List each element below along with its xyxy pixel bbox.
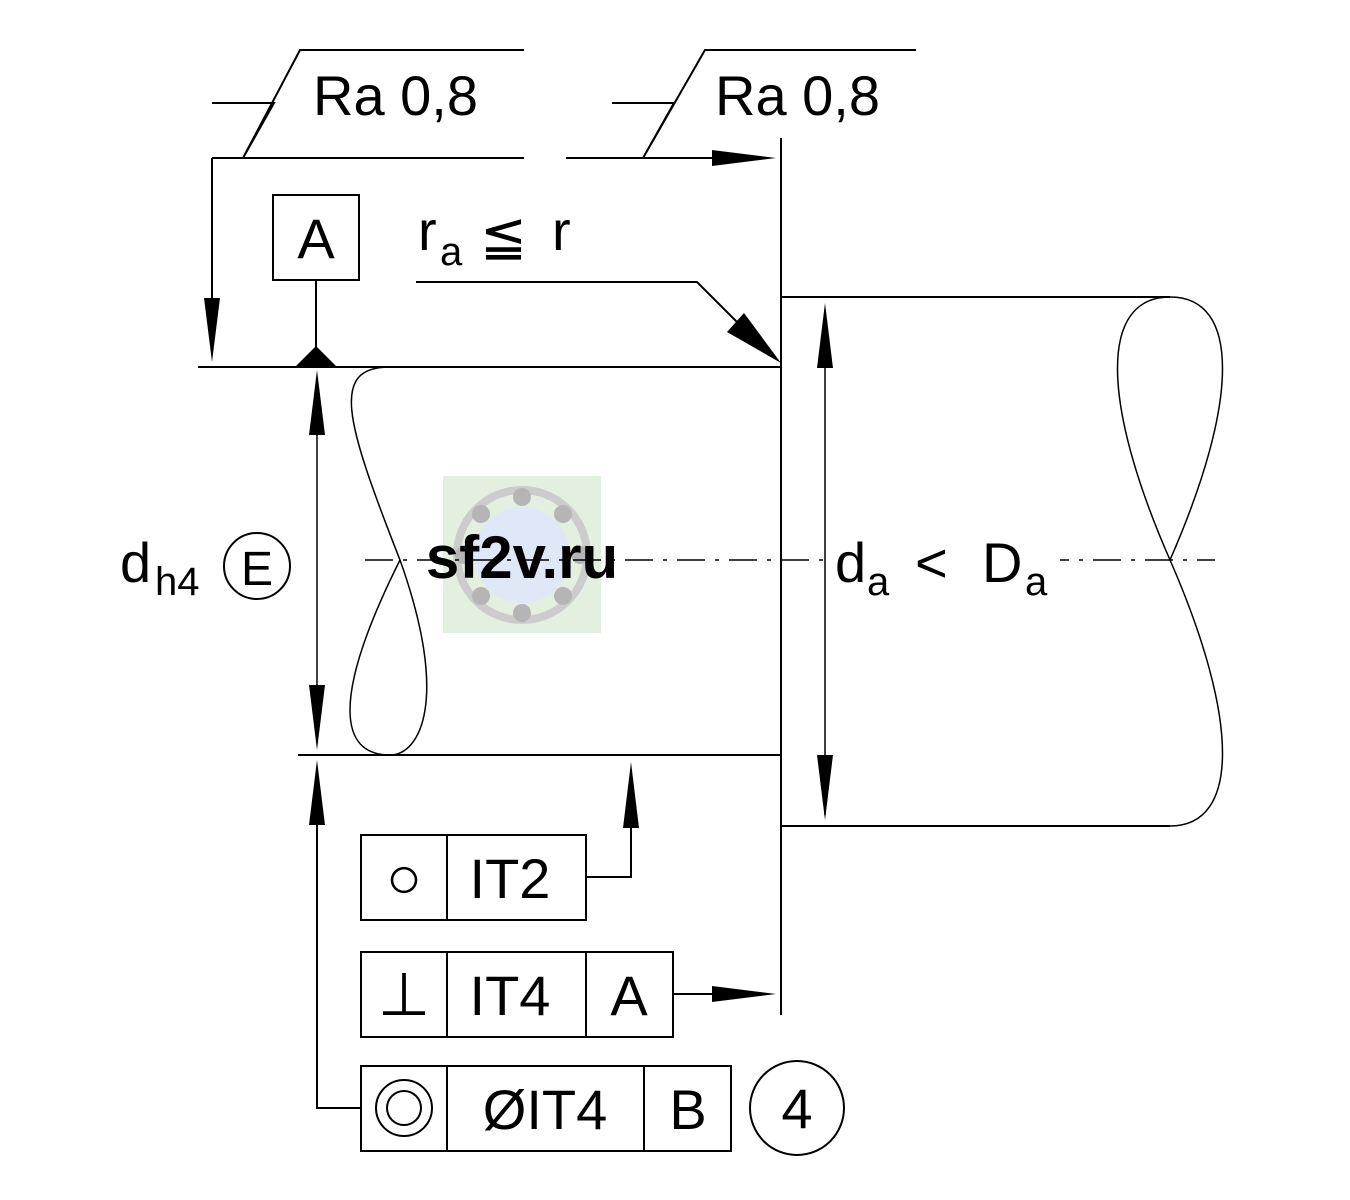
- callout-text: 4: [781, 1077, 812, 1140]
- envelope-circle: [223, 532, 291, 600]
- surface-roughness-symbol-left: Ra 0,8: [204, 49, 524, 362]
- housing-D-main: D: [982, 531, 1022, 594]
- shaft-diameter-dimension: d h4 E: [120, 370, 325, 750]
- perpendicularity-symbol-icon: ⊥: [378, 961, 430, 1028]
- concentricity-value: ØIT4: [483, 1078, 607, 1141]
- datum-a-box: [272, 194, 360, 281]
- roundness-symbol-icon: ○: [386, 844, 422, 911]
- perpendicularity-value: IT4: [470, 964, 551, 1027]
- arrowhead-right-top: [712, 150, 776, 166]
- arrowhead-down-left: [204, 298, 220, 362]
- housing-d-main: d: [835, 531, 866, 594]
- perpendicularity-datum: A: [610, 964, 648, 1027]
- housing-d-sub: a: [867, 560, 890, 604]
- concentricity-datum: B: [669, 1078, 706, 1141]
- datum-a-letter: A: [297, 207, 335, 270]
- radius-r-subscript: a: [440, 230, 463, 274]
- callout-circle: [749, 1060, 845, 1156]
- arrowhead-perpendicularity: [712, 986, 776, 1002]
- radius-r-label: r: [418, 199, 437, 262]
- envelope-letter: E: [241, 543, 273, 596]
- arrowhead-down-shaft: [309, 685, 325, 750]
- surface-text-right: Ra 0,8: [715, 64, 880, 127]
- arrowhead-up-shaft: [309, 370, 325, 435]
- watermark-bearing-inner-icon: [474, 507, 570, 603]
- concentricity-symbol-icon: [375, 1079, 433, 1137]
- shaft-outline: [198, 366, 781, 756]
- arrowhead-radius: [727, 313, 781, 363]
- concentricity-tolerance-frame: ØIT4 B: [309, 760, 732, 1152]
- housing-diameter-dimension: d a < D a: [817, 303, 1060, 820]
- roundness-value: IT2: [470, 847, 551, 910]
- radius-relation: ≦: [480, 204, 527, 267]
- radius-r-right: r: [552, 199, 571, 262]
- datum-triangle-icon: [296, 346, 336, 366]
- housing-D-sub: a: [1025, 560, 1048, 604]
- surface-text-left: Ra 0,8: [313, 64, 478, 127]
- housing-relation: <: [915, 531, 948, 594]
- watermark: sf2v.ru: [426, 476, 618, 633]
- watermark-text: sf2v.ru: [426, 524, 618, 591]
- arrowhead-down-housing: [817, 755, 833, 820]
- shaft-dim-main: d: [120, 531, 151, 594]
- roundness-tolerance-frame: ○ IT2: [360, 762, 639, 921]
- arrowhead-concentricity: [309, 760, 325, 825]
- shaft-dim-sub: h4: [155, 560, 200, 604]
- arrowhead-up-housing: [817, 303, 833, 368]
- perpendicularity-tolerance-frame: ⊥ IT4 A: [360, 951, 776, 1038]
- arrowhead-roundness: [623, 762, 639, 828]
- surface-roughness-symbol-right: Ra 0,8: [566, 49, 916, 166]
- radius-note: r a ≦ r: [416, 199, 781, 363]
- callout-number: 4: [749, 1060, 845, 1156]
- datum-a-feature: A: [272, 194, 360, 366]
